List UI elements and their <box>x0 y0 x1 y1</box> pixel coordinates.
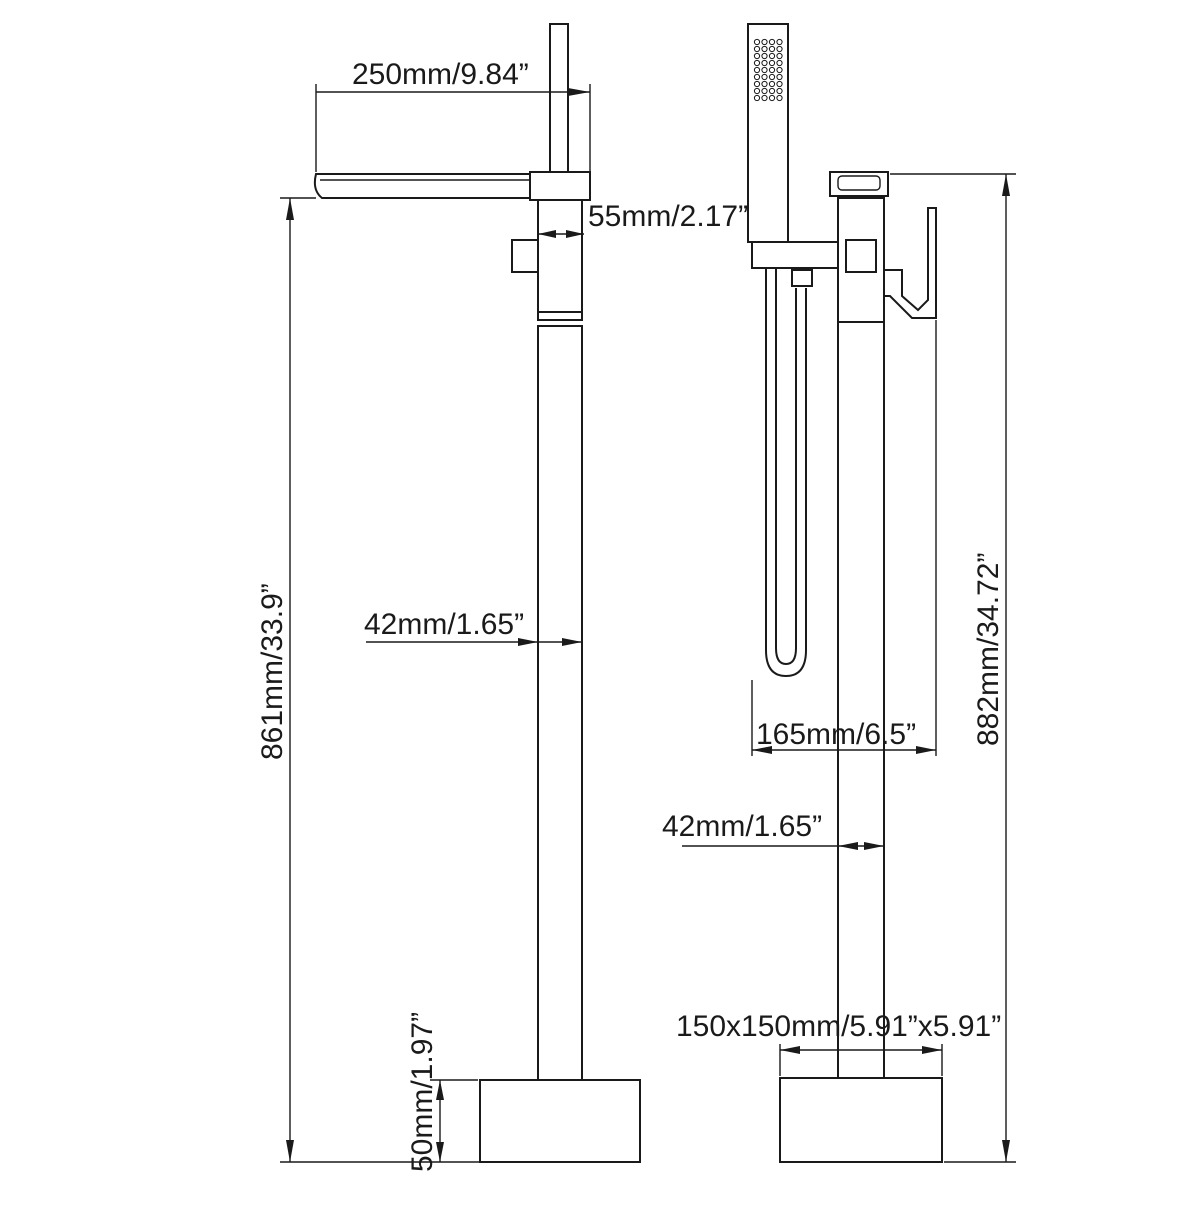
left-faucet-side-view <box>313 23 641 1163</box>
spray-hole <box>761 38 768 46</box>
left-base <box>479 1079 641 1163</box>
dim-base-size: 150x150mm/5.91”x5.91” <box>676 1010 1001 1076</box>
dim-handle-shower-width: 165mm/6.5” <box>751 320 937 756</box>
height-left-label: 861mm/33.9” <box>256 583 289 760</box>
mount-width-label: 55mm/2.17” <box>588 200 748 233</box>
shower-hose-inner <box>775 268 797 666</box>
spray-hole <box>753 80 761 88</box>
spray-hole <box>761 66 768 74</box>
spray-hole <box>753 66 761 74</box>
spray-hole <box>776 80 783 88</box>
shower-spray-holes <box>753 38 783 102</box>
spray-hole <box>776 94 783 102</box>
dim-pipe-left: 42mm/1.65” <box>364 608 582 646</box>
spray-hole <box>768 66 776 74</box>
spout-mount-block <box>529 171 591 201</box>
spray-hole <box>776 73 783 81</box>
base-size-label: 150x150mm/5.91”x5.91” <box>676 1010 1001 1043</box>
spray-hole <box>753 94 761 102</box>
spray-hole <box>761 59 768 67</box>
spray-hole <box>768 73 776 81</box>
spray-hole <box>761 73 768 81</box>
spray-hole <box>761 52 768 60</box>
dim-base-height: 50mm/1.97” <box>406 1012 478 1172</box>
right-front-knob <box>845 239 877 273</box>
spray-hole <box>768 87 776 95</box>
spray-hole <box>776 59 783 67</box>
spray-hole <box>776 45 783 53</box>
spray-hole <box>768 94 776 102</box>
spray-hole <box>753 38 761 46</box>
spray-hole <box>753 73 761 81</box>
spray-hole <box>768 38 776 46</box>
left-main-pipe <box>537 325 583 1081</box>
spray-hole <box>768 52 776 60</box>
dim-spout-length: 250mm/9.84” <box>315 58 591 172</box>
spray-hole <box>761 94 768 102</box>
spray-hole <box>761 45 768 53</box>
spray-hole <box>761 80 768 88</box>
spray-hole <box>753 45 761 53</box>
spray-hole <box>761 87 768 95</box>
dim-height-right: 882mm/34.72” <box>890 173 1016 1163</box>
left-shower-rod <box>549 23 569 175</box>
spray-hole <box>768 45 776 53</box>
handle-shower-width-label: 165mm/6.5” <box>756 718 916 751</box>
handheld-shower <box>747 23 789 243</box>
dim-pipe-right: 42mm/1.65” <box>662 810 884 850</box>
shower-hose-outer <box>765 268 807 678</box>
hose-connector <box>791 269 813 287</box>
spray-hole <box>753 87 761 95</box>
spray-hole <box>776 52 783 60</box>
left-side-knob <box>511 239 539 273</box>
spray-hole <box>753 59 761 67</box>
right-main-pipe <box>837 321 885 1079</box>
left-upper-body <box>537 199 583 321</box>
dim-mount-width: 55mm/2.17” <box>538 200 748 238</box>
pipe-left-label: 42mm/1.65” <box>364 608 524 641</box>
base-height-label: 50mm/1.97” <box>406 1012 439 1172</box>
spray-hole <box>768 59 776 67</box>
right-base <box>779 1077 943 1163</box>
dim-height-left: 861mm/33.9” <box>256 197 480 1163</box>
right-faucet-front-view <box>747 23 943 1163</box>
spray-hole <box>776 66 783 74</box>
pipe-right-label: 42mm/1.65” <box>662 810 822 843</box>
spout-length-label: 250mm/9.84” <box>352 58 529 91</box>
spray-hole <box>753 52 761 60</box>
spray-hole <box>776 87 783 95</box>
waterfall-spout <box>313 173 531 199</box>
spray-hole <box>768 80 776 88</box>
height-right-label: 882mm/34.72” <box>972 553 1005 746</box>
spray-hole <box>776 38 783 46</box>
mixer-lever <box>883 207 937 319</box>
